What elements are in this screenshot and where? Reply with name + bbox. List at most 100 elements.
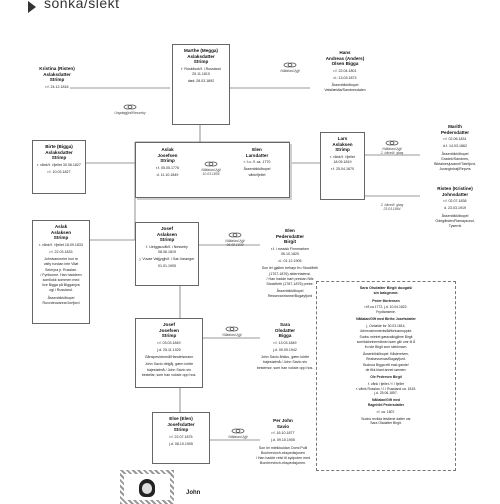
note-lines: Peder Mortensen r.f/f.ca 1772, j.d. 10.04… <box>322 299 450 427</box>
person-story: Son lei gjallen behøyr fru Stockfleth (1… <box>261 266 319 286</box>
john-photo <box>120 470 174 504</box>
marriage-2: Nåitalan/Jyjjt <box>270 62 310 73</box>
person-marthe[interactable]: Marthe (Megga) Aslaksdatter Strimp f. Ru… <box>172 44 230 125</box>
person-residence: Åssenbikkilbopel Ruvvdeuvanne/Jorfjord <box>42 295 80 305</box>
note-line: Nåitalan/Gift med Ragnhild Pedersdatter <box>367 398 405 407</box>
person-marith[interactable]: Marith Pedersdatter r.f. 02.06.1831 d.f.… <box>420 124 490 182</box>
person-birth: r. vånk/f. i fjellet 30.06.1827 <box>37 162 81 167</box>
rings-icon <box>231 428 245 434</box>
person-birth: r. f.u. /f. ca. 1770 <box>243 160 271 165</box>
note-line: Peder Mortensen <box>372 298 400 303</box>
note-title: Sara Olsdatter Birgit duogáš/ sin bakgru… <box>359 286 413 295</box>
person-death-date: 01.01.1905 <box>158 264 176 269</box>
person-baptism: r.f. 25.04.1670 <box>331 167 354 172</box>
person-name: Birte (Bigga) Aslaksdatter Strimp <box>45 144 73 161</box>
marriage-text: Nåitalan/Jyjjt 2. hävel/t. giwg <box>380 147 404 155</box>
background-note: Sara Olsdatter Birgit duogáš/ sin bakgru… <box>316 281 456 471</box>
person-birth: f. Ueiggsuvåk/f. i Nesseby 08.06.1819 <box>146 244 188 254</box>
note-line: j. Ovdalde for 30.03.1814, Johnsnsinnmer… <box>359 323 413 333</box>
page-title: sonka/slekt <box>44 0 120 11</box>
marriage-3: Nåitalan/Jyjjt 10.03.1805 <box>196 161 226 176</box>
person-baptism: r.f. 22.03.1833 <box>49 249 73 254</box>
person-risten[interactable]: Risten (Kristine) Johnsdatter r.f. 02.07… <box>420 186 490 238</box>
person-birth: r.f. 16.10.1877 <box>271 431 295 436</box>
person-josef-josefsen[interactable]: Josef Josefsen Strimp r.f. 03.03.1849 j.… <box>135 318 203 388</box>
person-name: Aslak Aslaksen Strimp <box>50 224 72 241</box>
rings-icon <box>228 232 242 238</box>
person-birth: r.f. 22.07.1875 <box>169 434 193 439</box>
person-name: Marith Pedersdatter <box>440 124 470 135</box>
couple-aslak-elen[interactable]: Aslak Josefsen Strimp r.f. 05.05.1776 d.… <box>135 142 290 198</box>
person-name: Kristina (Risten) Aslaksdatter Strimp <box>39 66 75 83</box>
person-name: Lars Aslaksen Strimp <box>332 136 353 153</box>
marriage-text: Nåitalan/Jyjjt <box>228 435 248 439</box>
rings-icon <box>123 104 137 110</box>
john-name: John <box>186 490 201 496</box>
marriage-8: Nåitalan/Jyjjt <box>212 326 252 337</box>
person-else[interactable]: Else (Elen) Josefsdatter Strimp r.f. 22.… <box>152 412 210 464</box>
person-story: Johnlvanmelet hun te valty rundan inte V… <box>40 257 82 293</box>
person-josef[interactable]: Josef Aslaksen Strimp f. Ueiggsuvåk/f. i… <box>135 222 199 286</box>
person-residence: Åssenbikkilbopel Gradek/Sandnes, Bikfaln… <box>434 151 476 172</box>
marriage-6: 2. hävel/t. giwg 23.03.1864 <box>372 203 412 211</box>
person-story: Son lei mielkkuidan Oomi Pulli Bochrevin… <box>255 445 311 466</box>
person-name: Elen Pedersdatter Birgit <box>275 228 305 245</box>
person-lars[interactable]: Lars Aslaksen Strimp r. vånk/f. i fjelle… <box>320 132 365 200</box>
person-death: j.d. 25.11.1920 <box>157 347 181 352</box>
person-per-john[interactable]: Per John Savio r.f. 16.10.1877 j.d. 09.1… <box>252 418 314 480</box>
marriage-text: Nåitalan/Jyjjt 10.03.1805 <box>201 168 221 176</box>
person-name: Elen Larsdatter <box>245 147 269 158</box>
marriage-text: Nåitalan/Jyjjt <box>280 69 300 73</box>
person-birth: r.f. 02.07.1838 <box>443 199 467 204</box>
person-death: død: 28.03.1892 <box>187 79 215 84</box>
person-aslak-younger[interactable]: Aslak Aslaksen Strimp r. vånk/f. i fjell… <box>32 220 90 324</box>
person-death: d. 23.03.1919 <box>444 206 466 211</box>
person-birth: r.f. 24.12.1816 <box>45 84 69 89</box>
rings-icon <box>385 140 399 146</box>
person-birth: r.f. 03.03.1849 <box>157 340 181 345</box>
marriage-7: Nåitalan/Jyjjt 06.08.1839 <box>215 232 255 247</box>
person-elen-pedersdatter[interactable]: Elen Pedersdatter Birgit r.f. i russisk … <box>255 228 325 316</box>
marriage-5: Nåitalan/Jyjjt 2. hävel/t. giwg <box>372 140 412 155</box>
portrait-face <box>142 483 152 494</box>
person-name: Risten (Kristine) Johnsdatter <box>437 186 473 197</box>
person-sara[interactable]: Sara Olsdatter Bigga r.f. 13.03.1849 j.d… <box>250 322 320 384</box>
person-kristina[interactable]: Kristina (Risten) Aslaksdatter Strimp r.… <box>32 66 82 106</box>
person-birth: f. Ruskilsok/f. i Russland 25.11.1810 <box>181 66 221 76</box>
marriage-9: Nåitalan/Jyjjt <box>218 428 258 439</box>
person-birth: r. vånk/f. i fjellet 18.05.1819 <box>330 154 355 164</box>
note-line: Ole Pedersen Birgit <box>370 374 402 379</box>
marriage-text: Nåitalan/Jyjjt 06.08.1839 <box>225 239 245 247</box>
person-death: d.: 13.03.1873 <box>333 75 357 80</box>
person-name: Marthe (Megga) Aslaksdatter Strimp <box>184 48 218 65</box>
person-birte[interactable]: Birte (Bigga) Aslaksdatter Strimp r. vån… <box>32 140 86 194</box>
person-aslak[interactable]: Aslak Josefsen Strimp r.f. 05.05.1776 d.… <box>140 147 195 197</box>
page-header: sonka/slekt <box>28 0 120 14</box>
person-story: John Savio delgåj, gæm iuhtte bajestølmå… <box>141 362 197 377</box>
person-death: d.: 01.12.1905 <box>278 259 302 264</box>
rings-icon <box>204 161 218 167</box>
person-elen[interactable]: Elen Larsdatter r. f.u. /f. ca. 1770 Åss… <box>228 147 286 197</box>
person-birth: r.f. 02.06.1831 <box>443 137 467 142</box>
note-line: Budnua Bigga ettl east gande/ de fikk bl… <box>363 363 409 373</box>
play-arrow-icon <box>28 1 36 13</box>
note-line: r.f. ca. 1807. <box>376 409 396 414</box>
person-name: Josef Josefsen Strimp <box>159 322 179 339</box>
marriage-text: 2. hävel/t. giwg 23.03.1864 <box>380 203 404 211</box>
person-name: Else (Elen) Josefsdatter Strimp <box>167 416 195 433</box>
note-line: r.f/f.ca 1772, j.d. 10.04.1822. Frydtans… <box>364 305 408 315</box>
rings-icon <box>283 62 297 68</box>
note-line: Nåitalan/Gift med Birthe Josefsdatter <box>356 316 416 321</box>
person-residence: Åssenbikkilbopel Vatsilæidla/Sandnesdale… <box>324 83 366 93</box>
note-line: f. vånk i fjellet / f. i fjellet r. våni… <box>355 381 417 396</box>
note-line: Åssenbikkilbopel: Kåsterelven, Realsevue… <box>363 351 409 361</box>
person-residence: Åssenbikkilbopel Ressevanrianne/Bugøyfjo… <box>267 289 313 299</box>
marriage-text: Ungdøgjjinf/Nesseby <box>114 111 146 115</box>
person-name: Hans Andreas (Anders) Olsen Bigga <box>325 50 365 67</box>
person-name: Aslak Josefsen Strimp <box>157 147 178 164</box>
person-residence: Åssenbikkilbopel vånk/fjellet <box>243 167 271 177</box>
person-birth: r. vånk/f. i fjellet 18.09.1833 <box>39 242 83 247</box>
person-hans[interactable]: Hans Andreas (Anders) Olsen Bigga r.f. 2… <box>310 50 380 130</box>
note-line: Sudnu reviida leistiene datter var Sara … <box>361 416 411 426</box>
person-birth: r.f. 13.03.1849 <box>273 340 297 345</box>
